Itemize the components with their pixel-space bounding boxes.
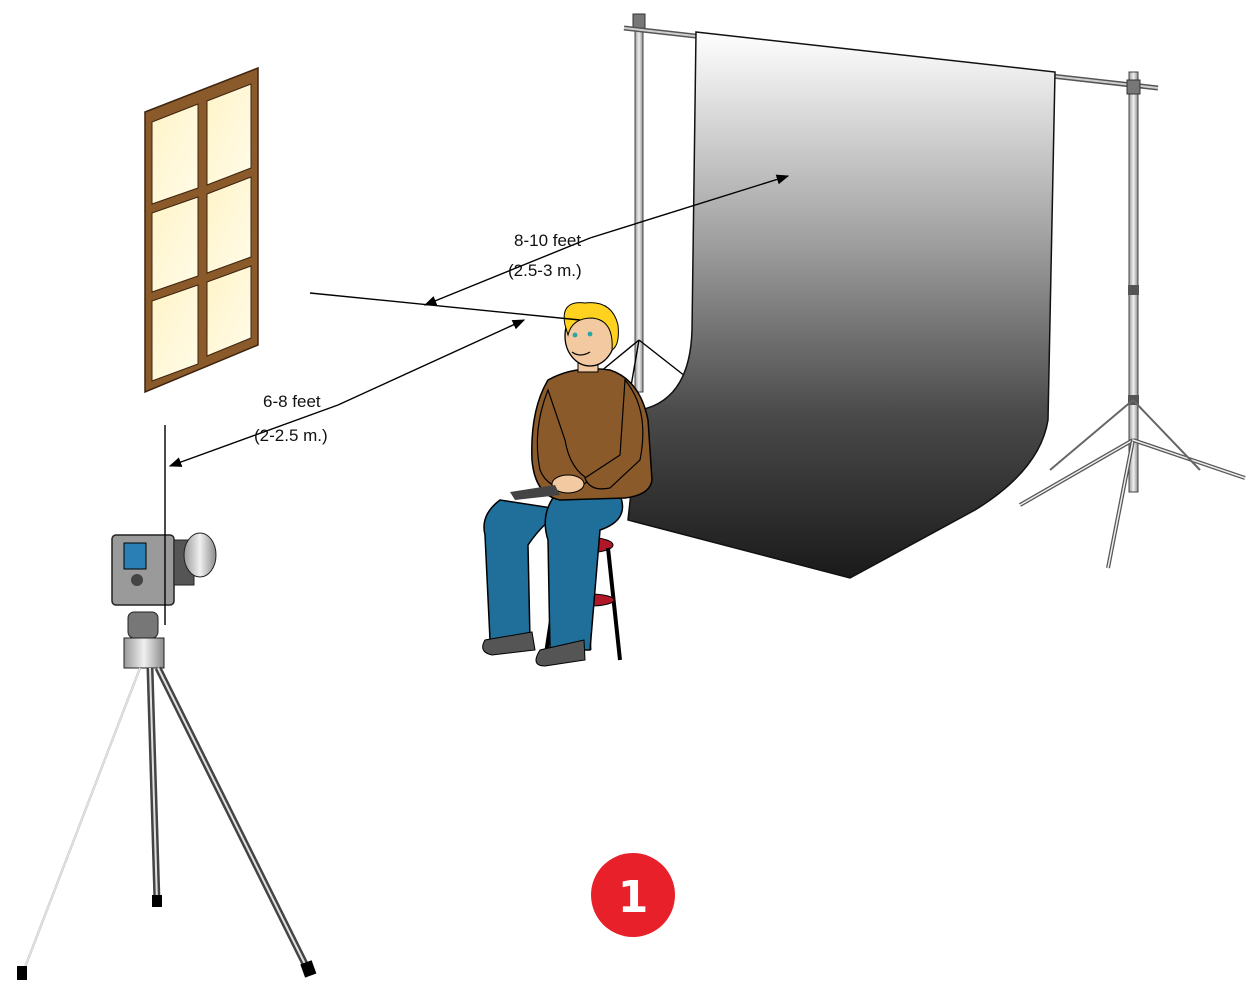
backdrop-paper <box>628 32 1055 578</box>
camera-distance-label-line1: 6-8 feet <box>263 392 321 411</box>
window-illustration <box>145 68 258 392</box>
step-number: 1 <box>618 872 649 923</box>
backdrop-distance-label-line2: (2.5-3 m.) <box>508 261 582 280</box>
camera-icon <box>112 533 216 605</box>
seated-person-illustration <box>483 303 652 666</box>
camera-distance-label-line2: (2-2.5 m.) <box>254 426 328 445</box>
tripod-icon <box>17 612 316 980</box>
step-badge: 1 <box>591 853 675 937</box>
backdrop-distance-label-line1: 8-10 feet <box>514 231 581 250</box>
